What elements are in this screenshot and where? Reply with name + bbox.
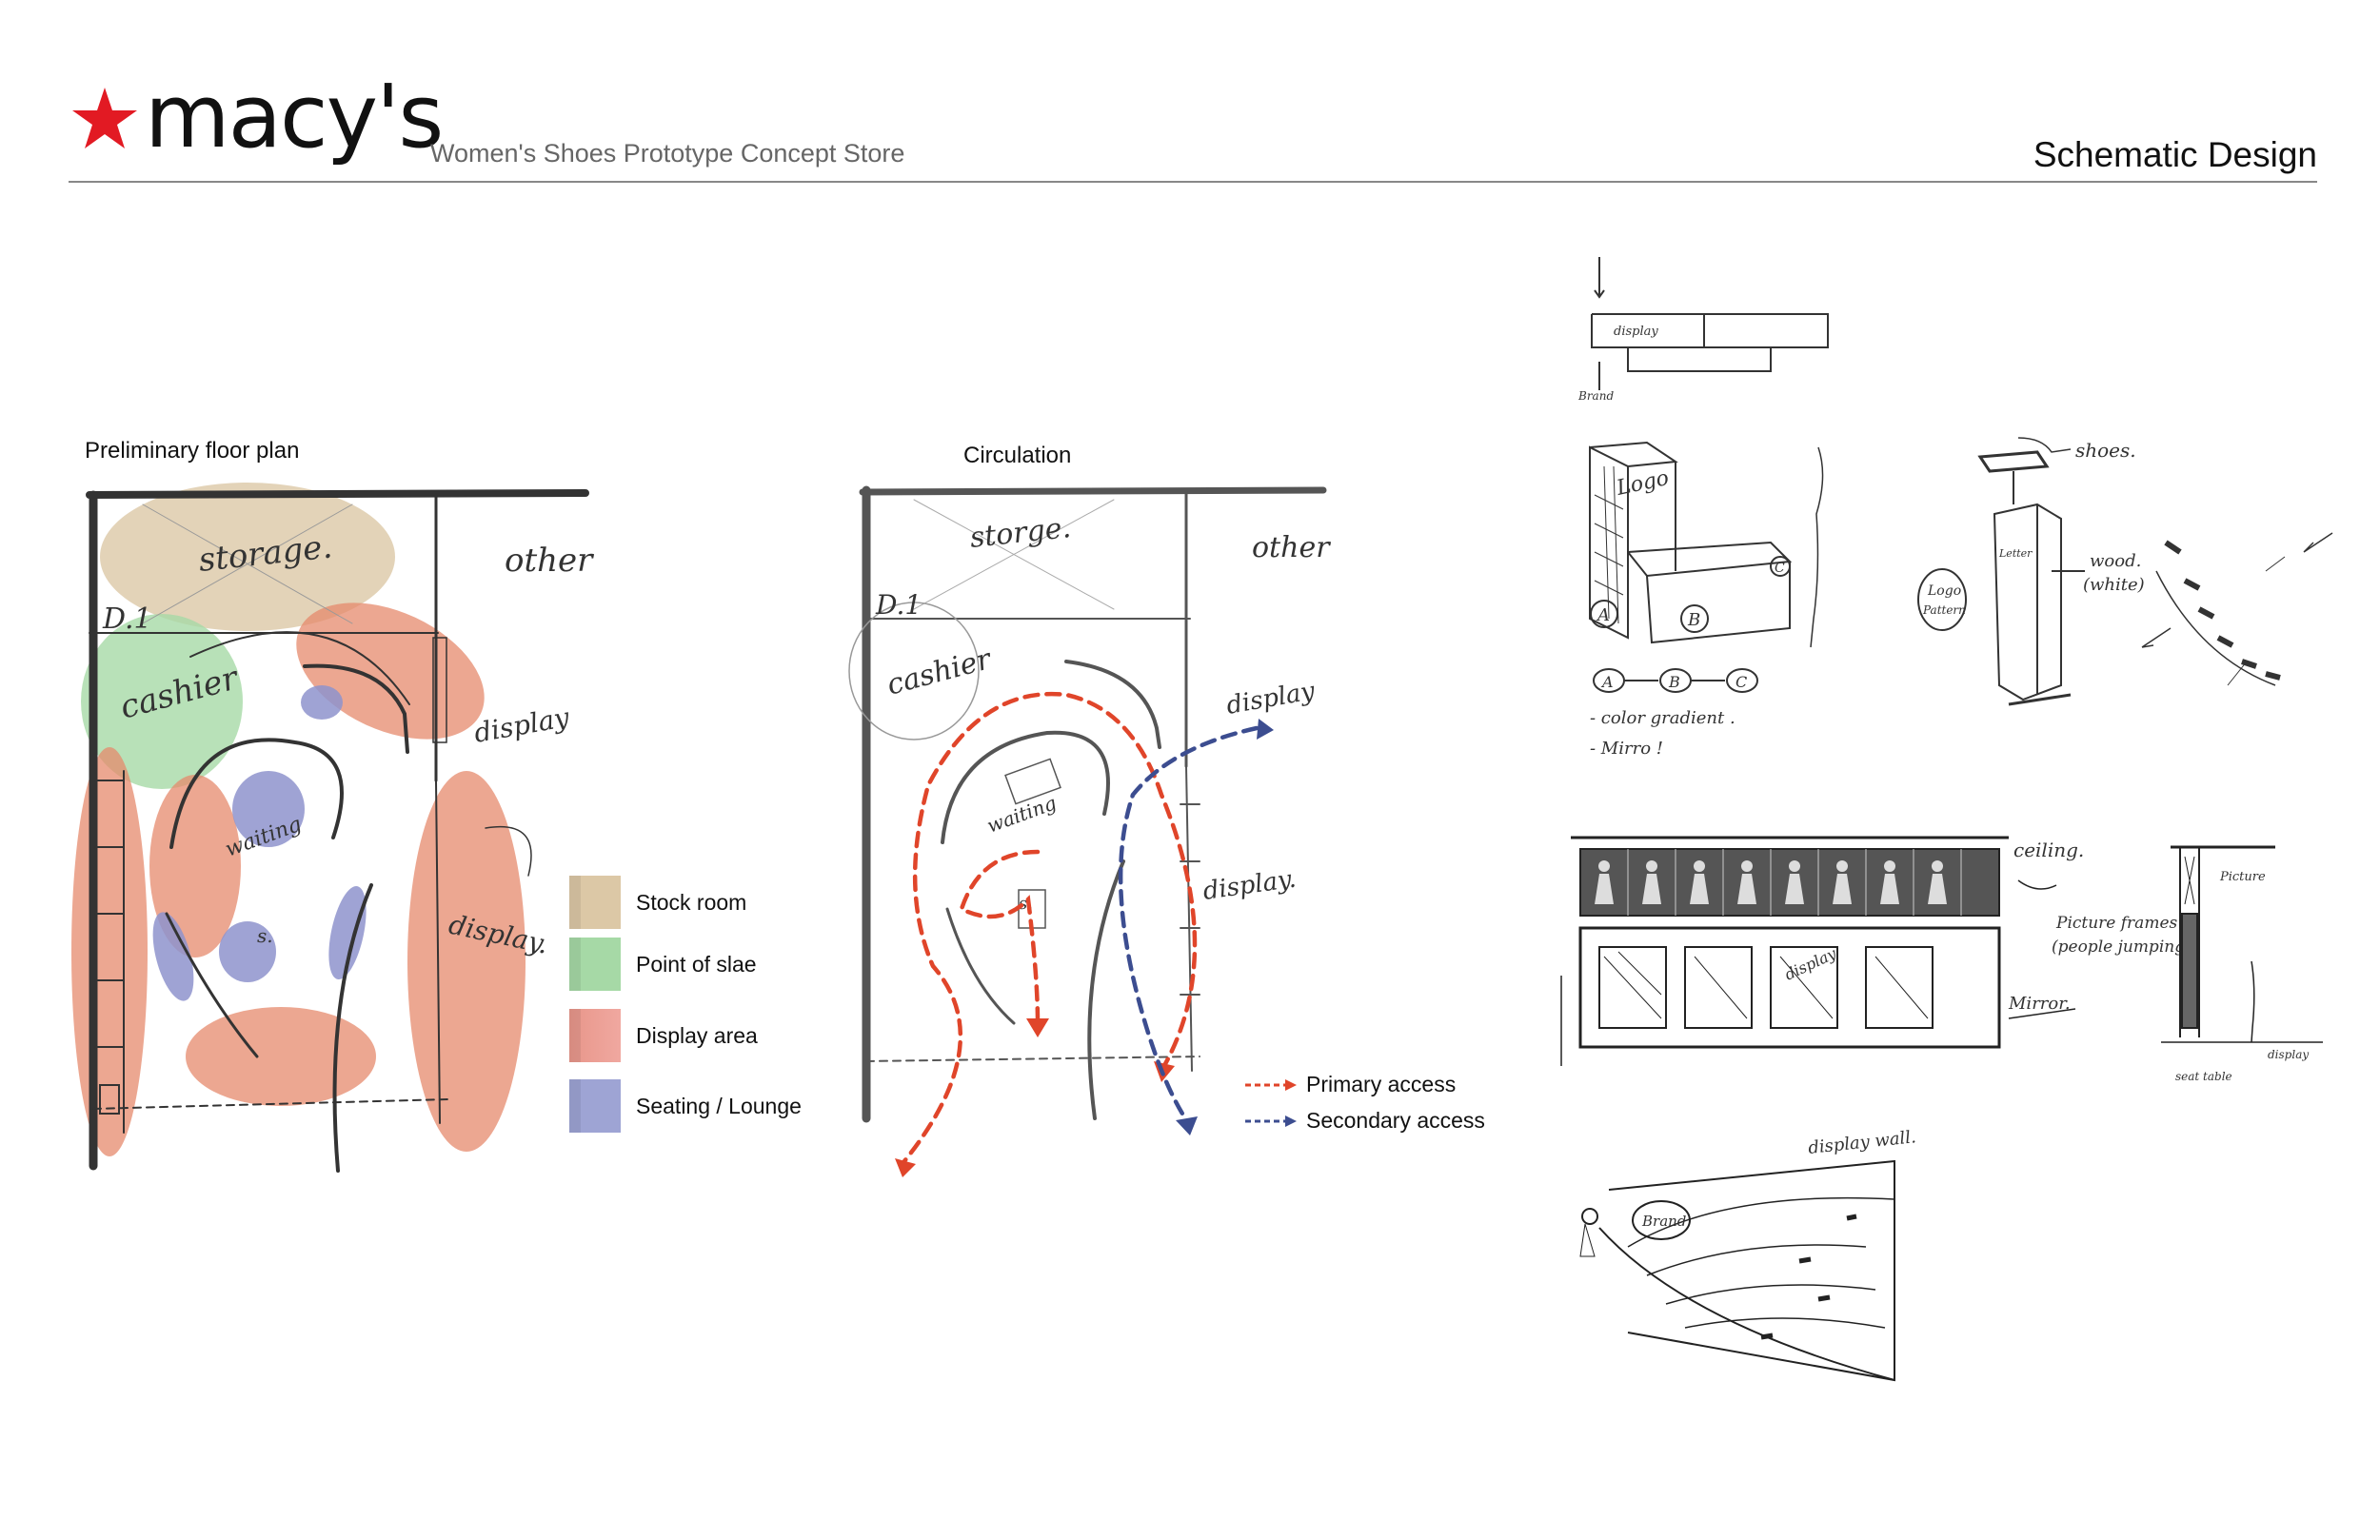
floor-plan-sketch: storage. other D.1 cashier display displ… <box>71 483 594 1173</box>
label-display: display <box>1614 325 1658 339</box>
legend-swatch-point-of-sale <box>569 938 621 991</box>
label-letter: Letter <box>1998 547 2033 560</box>
note-mirror: - Mirro ! <box>1590 739 1663 759</box>
macys-logo: macy's <box>72 66 444 168</box>
label-display: display <box>1782 944 1840 984</box>
legend-label: Secondary access <box>1306 1108 1485 1133</box>
zone-seating-4 <box>152 912 194 1001</box>
label-c: C <box>1775 561 1785 576</box>
legend-label: Seating / Lounge <box>636 1093 802 1118</box>
label-door: D.1 <box>875 589 922 621</box>
floor-plan-title: Preliminary floor plan <box>85 438 300 464</box>
zone-seating-3 <box>219 921 276 982</box>
primary-arrowhead-2 <box>1026 1018 1049 1037</box>
label-b: B <box>1687 610 1700 630</box>
label-display-top: display <box>1224 677 1318 721</box>
label-waiting: waiting <box>984 791 1060 837</box>
legend-label: Stock room <box>636 889 747 915</box>
secondary-access-arrow-icon <box>1245 1115 1297 1127</box>
zone-seating-5 <box>328 885 367 980</box>
label-wood: wood. <box>2090 551 2141 571</box>
label-other: other <box>1252 531 1331 564</box>
legend-item-seating-lounge: Seating / Lounge <box>569 1079 802 1133</box>
label-pattern: Pattern <box>1922 603 1966 617</box>
label-logo: Logo <box>1927 583 1961 599</box>
label-display-right: display. <box>1201 865 1298 906</box>
label-brand: Brand <box>1577 389 1614 403</box>
brand-wordmark: macy's <box>145 66 442 168</box>
display-unit-sketch: Logo A B C A B C - color gradient . - Mi… <box>1589 441 1824 759</box>
label-ceiling: ceiling. <box>2013 839 2084 861</box>
zone-display-right <box>407 771 526 1152</box>
label-display: display <box>2268 1048 2309 1061</box>
label-brand: Brand <box>1641 1213 1686 1230</box>
page-title: Schematic Design <box>2033 135 2317 174</box>
label-door: D.1 <box>102 602 152 636</box>
legend-item-secondary-access: Secondary access <box>1243 1108 1485 1134</box>
legend-b: B <box>1668 673 1680 691</box>
wall-elevation-sketch: ceiling. Picture frames (people jumping)… <box>1560 836 2192 1066</box>
label-white: (white) <box>2083 575 2145 595</box>
header-divider <box>69 181 2317 183</box>
note-color-gradient: - color gradient . <box>1590 708 1735 728</box>
legend-swatch-seating-lounge <box>569 1079 621 1133</box>
primary-access-paths <box>902 691 1198 1164</box>
zone-display-bottom <box>186 1007 376 1106</box>
zone-display-left <box>71 747 148 1156</box>
secondary-arrowhead-1 <box>1257 719 1274 740</box>
legend-item-primary-access: Primary access <box>1243 1072 1456 1097</box>
zone-display-center <box>149 775 241 958</box>
circulation-title: Circulation <box>963 443 1072 468</box>
legend-swatch-stock-room <box>569 876 621 929</box>
legend-item-point-of-sale: Point of slae <box>569 938 757 991</box>
label-a: A <box>1596 605 1610 625</box>
zone-point-of-sale <box>81 614 243 789</box>
legend-c: C <box>1735 673 1747 691</box>
section-sketch: Picture display seat table <box>2161 845 2323 1083</box>
display-wall-sketch: display wall. Brand <box>1579 1127 1917 1382</box>
header-subtitle: Women's Shoes Prototype Concept Store <box>430 139 905 168</box>
label-storage: storge. <box>968 511 1072 555</box>
pedestal-sketch: shoes. wood. (white) Logo Pattern Letter <box>1917 437 2333 706</box>
zone-stock-room <box>100 483 395 631</box>
display-plan-sketch: display Brand <box>1577 257 1829 403</box>
zone-seating-2 <box>232 771 305 847</box>
label-logo: Logo <box>1614 466 1671 501</box>
label-seat: s. <box>257 924 273 947</box>
primary-access-arrow-icon <box>1245 1078 1297 1091</box>
red-star-icon <box>72 88 137 148</box>
label-mirror: Mirror. <box>2008 994 2071 1014</box>
legend-label: Primary access <box>1306 1072 1457 1096</box>
circulation-sketch: storge. other D.1 cashier display displa… <box>848 485 1331 1177</box>
label-other: other <box>505 542 594 580</box>
legend-swatch-display-area <box>569 1009 621 1062</box>
label-cashier: cashier <box>883 642 996 702</box>
legend-item-display-area: Display area <box>569 1009 758 1062</box>
legend-a: A <box>1600 673 1614 691</box>
label-picture: Picture <box>2219 870 2266 884</box>
note-picture-frames: Picture frames <box>2055 914 2178 933</box>
zone-seating-1 <box>301 685 343 720</box>
legend-item-stock-room: Stock room <box>569 876 746 929</box>
label-shoes: shoes. <box>2075 439 2136 462</box>
label-seat-table: seat table <box>2175 1070 2232 1083</box>
legend-label: Display area <box>636 1022 758 1048</box>
primary-arrowhead-1 <box>895 1158 916 1177</box>
note-people-jumping: (people jumping) <box>2052 938 2192 957</box>
label-display-wall: display wall. <box>1807 1127 1916 1158</box>
legend-label: Point of slae <box>636 951 757 977</box>
secondary-access-paths <box>1118 725 1259 1121</box>
secondary-arrowhead-2 <box>1176 1116 1198 1135</box>
label-display-top: display <box>471 701 572 749</box>
